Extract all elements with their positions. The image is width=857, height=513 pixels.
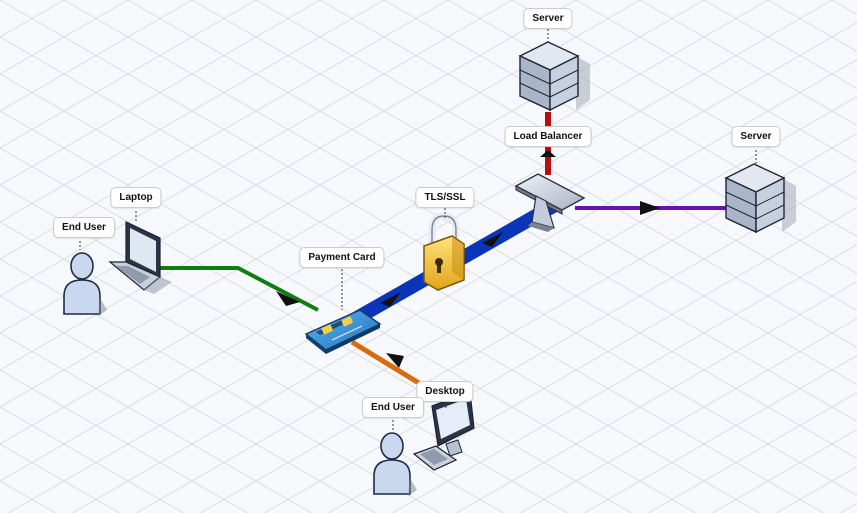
tls-ssl-label: TLS/SSL (415, 187, 475, 208)
lock-icon[interactable] (423, 212, 465, 291)
arrow-into-card-blue (380, 292, 401, 307)
server-top-icon[interactable] (518, 41, 590, 112)
server-right-icon[interactable] (724, 163, 796, 234)
payment-card-label: Payment Card (299, 247, 385, 268)
payment-card-icon[interactable] (304, 309, 382, 354)
end-user-left-label: End User (53, 217, 115, 238)
arrow-into-lock-blue (482, 232, 503, 247)
arrow-desktop-to-card (386, 353, 404, 368)
load-balancer-label: Load Balancer (504, 126, 592, 147)
callout-leaders (79, 29, 757, 432)
server-right-label: Server (731, 126, 781, 147)
end-user-bottom-icon[interactable] (373, 432, 417, 496)
laptop-label: Laptop (110, 187, 162, 208)
connection-laptop-to-card[interactable] (160, 266, 319, 312)
end-user-bottom-label: End User (362, 397, 424, 418)
server-top-label: Server (523, 8, 573, 29)
laptop-icon[interactable] (108, 221, 172, 294)
desktop-label: Desktop (416, 381, 474, 402)
load-balancer-icon[interactable] (514, 173, 586, 232)
desktop-icon[interactable] (412, 391, 475, 471)
arrow-to-balancer-top (540, 150, 556, 157)
end-user-left-icon[interactable] (63, 252, 107, 316)
arrow-laptop-to-card (276, 291, 300, 306)
arrow-to-server-right (640, 201, 660, 215)
